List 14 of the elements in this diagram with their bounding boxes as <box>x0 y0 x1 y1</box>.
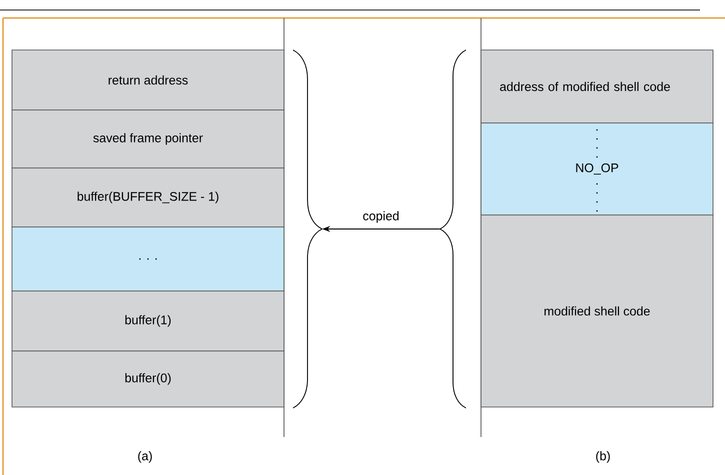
stack-cell: NO_OP <box>480 122 714 216</box>
stack-cell: buffer(1) <box>12 290 284 352</box>
edge-label: copied <box>363 211 399 223</box>
stack-cell: buffer(BUFFER_SIZE - 1) <box>12 168 284 228</box>
stack-cell: buffer(0) <box>12 350 284 408</box>
figure-label: (b) <box>596 451 610 463</box>
stack-cell: modified shell code <box>480 214 714 408</box>
stack-cell: return address <box>12 50 284 110</box>
curly-brace <box>440 50 466 408</box>
stack-cell: address of modified shell code <box>480 50 714 124</box>
figure-label: (a) <box>138 451 152 463</box>
stack-cell: saved frame pointer <box>12 110 284 168</box>
stack-cell: . . . <box>12 226 284 292</box>
curly-brace <box>292 50 322 408</box>
